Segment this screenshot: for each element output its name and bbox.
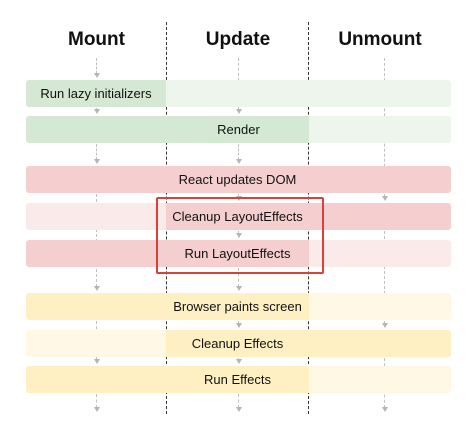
flow-arrow-line bbox=[96, 394, 97, 408]
phase-segment-mount-update bbox=[26, 116, 309, 143]
phase-react-updates-dom: React updates DOM bbox=[26, 166, 451, 193]
phase-segment-mount-update bbox=[26, 293, 309, 320]
column-header-mount: Mount bbox=[68, 29, 125, 50]
phase-segment-unmount bbox=[309, 366, 451, 393]
phase-segment-unmount bbox=[309, 116, 451, 143]
phase-segment-mount-update bbox=[26, 240, 309, 267]
flow-arrow-head bbox=[93, 159, 100, 164]
phase-segment-mount bbox=[26, 80, 166, 107]
phase-label: Cleanup Effects bbox=[191, 336, 284, 351]
flow-arrow-head bbox=[93, 286, 100, 291]
flow-arrow-head bbox=[93, 109, 100, 114]
flow-arrow-head bbox=[235, 286, 242, 291]
phase-label: Run lazy initializers bbox=[40, 86, 152, 101]
flow-arrow-head bbox=[381, 323, 388, 328]
phase-segment-update-unmount bbox=[166, 330, 451, 357]
phase-run-lazy-initializers: Run lazy initializers bbox=[26, 80, 451, 107]
phase-label: React updates DOM bbox=[178, 172, 297, 187]
phase-label: Run LayoutEffects bbox=[184, 246, 291, 261]
flow-arrow-line bbox=[238, 321, 239, 324]
flow-arrow-head bbox=[381, 196, 388, 201]
phase-segment-mount-update bbox=[26, 366, 309, 393]
phase-cleanup-layout-effects: Cleanup LayoutEffects bbox=[26, 203, 451, 230]
column-header-unmount: Unmount bbox=[338, 29, 422, 50]
phase-label: Cleanup LayoutEffects bbox=[172, 209, 303, 224]
phase-run-effects: Run Effects bbox=[26, 366, 451, 393]
phase-segment-unmount bbox=[309, 240, 451, 267]
layout-effects-highlight-box bbox=[156, 197, 324, 274]
phase-segment-mount bbox=[26, 203, 166, 230]
flow-arrow-head bbox=[235, 323, 242, 328]
phase-label: Render bbox=[217, 122, 260, 137]
flow-arrow-head bbox=[235, 233, 242, 238]
phase-segment-update-unmount bbox=[166, 80, 451, 107]
phase-run-layout-effects: Run LayoutEffects bbox=[26, 240, 451, 267]
phase-segment-mount bbox=[26, 330, 166, 357]
phase-segment-update-unmount bbox=[166, 203, 451, 230]
flow-arrow-head bbox=[93, 359, 100, 364]
flow-arrow-line bbox=[96, 58, 97, 74]
flow-arrow-head bbox=[93, 73, 100, 78]
flow-arrow-line bbox=[238, 231, 239, 234]
phase-render: Render bbox=[26, 116, 451, 143]
flow-arrow-head bbox=[235, 407, 242, 412]
flow-arrow-line bbox=[384, 231, 385, 324]
flow-arrow-line bbox=[238, 194, 239, 197]
flow-arrow-line bbox=[238, 268, 239, 287]
phase-segment-unmount bbox=[309, 293, 451, 320]
phase-browser-paints-screen: Browser paints screen bbox=[26, 293, 451, 320]
flow-arrow-line bbox=[238, 394, 239, 408]
flow-arrow-line bbox=[96, 144, 97, 160]
phase-label: Browser paints screen bbox=[173, 299, 302, 314]
phase-cleanup-effects: Cleanup Effects bbox=[26, 330, 451, 357]
column-header-update: Update bbox=[205, 29, 271, 50]
flow-arrow-head bbox=[235, 359, 242, 364]
phase-segment-all bbox=[26, 166, 451, 193]
flow-arrow-head bbox=[93, 407, 100, 412]
flow-arrow-head bbox=[235, 109, 242, 114]
flow-arrow-head bbox=[381, 407, 388, 412]
phase-label: Run Effects bbox=[204, 372, 271, 387]
flow-arrow-head bbox=[235, 159, 242, 164]
flow-arrow-line bbox=[238, 144, 239, 160]
